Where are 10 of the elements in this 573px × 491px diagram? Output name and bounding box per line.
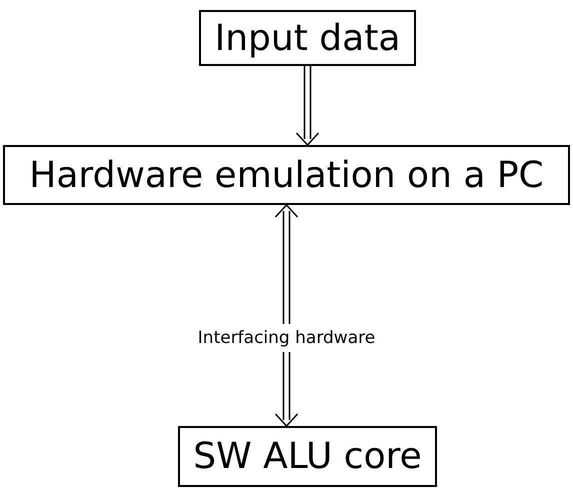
double-arrow	[274, 204, 298, 325]
box-label: SW ALU core	[193, 436, 422, 477]
double-arrow	[274, 351, 298, 428]
double-arrow	[296, 65, 320, 146]
process-box	[178, 426, 437, 487]
box-label: Hardware emulation on a PC	[29, 154, 544, 196]
node-label: Interfacing hardware	[198, 328, 376, 348]
process-box	[199, 10, 416, 66]
process-box	[3, 145, 570, 205]
box-label: Input data	[214, 18, 400, 58]
